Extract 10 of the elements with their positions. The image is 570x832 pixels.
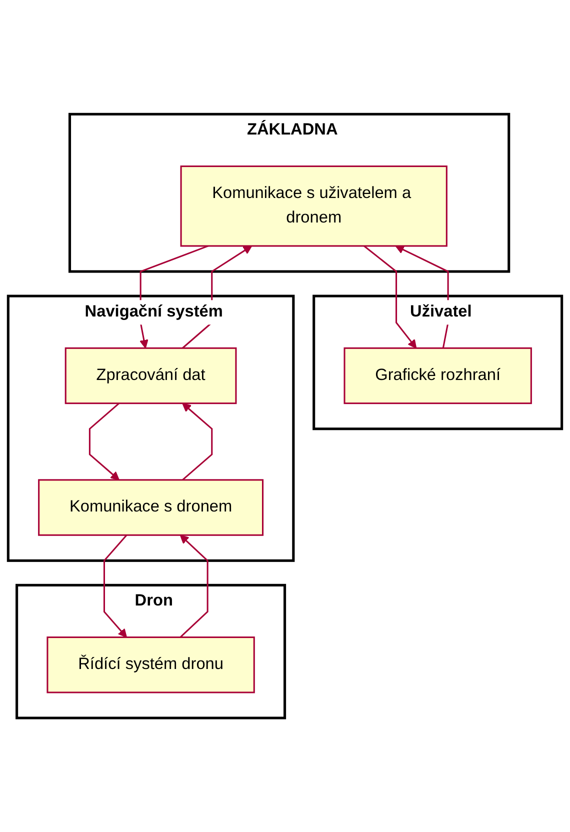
arrow — [364, 245, 417, 348]
arrow — [88, 402, 120, 480]
arrow — [180, 534, 208, 638]
node-box: Komunikace s dronem — [38, 479, 264, 536]
node-box: Grafické rozhraní — [344, 347, 532, 404]
arrow — [103, 534, 128, 638]
node-box: Řídící systém dronu — [46, 636, 255, 694]
node-box: Zpracování dat — [64, 347, 237, 404]
arrow — [182, 402, 213, 480]
node-box: Komunikace s uživatelem a dronem — [180, 165, 448, 247]
